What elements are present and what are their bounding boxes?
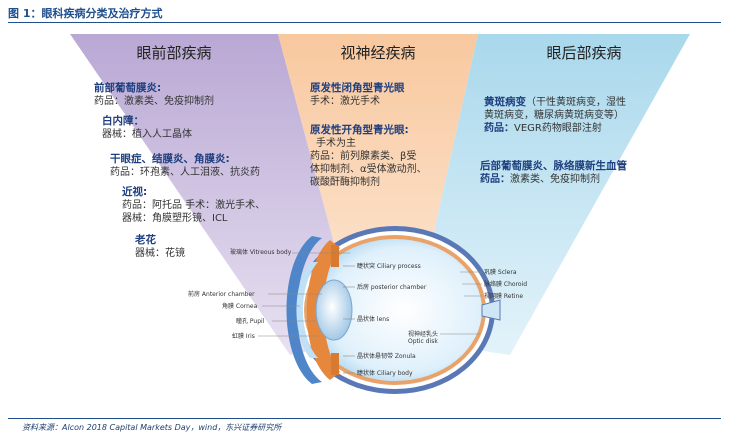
item-line: 药品：环孢素、人工泪液、抗炎药 bbox=[110, 167, 260, 178]
item-line: 碳酸酐酶抑制剂 bbox=[310, 177, 380, 188]
posterior-header: 眼后部疾病 bbox=[546, 44, 622, 62]
label-pupil: 瞳孔 Pupil bbox=[236, 318, 265, 325]
item-line: 药品：前列腺素类、β受 bbox=[310, 151, 417, 162]
top-divider bbox=[8, 22, 721, 23]
item-line: 黄斑病变，糖尿病黄斑病变等） bbox=[484, 110, 624, 121]
label-cornea: 角膜 Cornea bbox=[222, 303, 258, 310]
label-zonula: 晶状体悬韧带 Zonula bbox=[357, 353, 416, 360]
optic-header: 视神经疾病 bbox=[340, 44, 416, 62]
label-ciliary-body: 睫状体 Ciliary body bbox=[357, 370, 413, 377]
anterior-header: 眼前部疾病 bbox=[136, 44, 212, 62]
item-title: 干眼症、结膜炎、角膜炎: bbox=[110, 153, 230, 165]
anterior-uveitis-block: 前部葡萄膜炎: 药品：激素类、免疫抑制剂 bbox=[94, 82, 214, 108]
cataract-block: 白内障： 器械：植入人工晶体 bbox=[102, 115, 192, 141]
item-line: 手术为主 bbox=[316, 138, 356, 149]
dry-eye-block: 干眼症、结膜炎、角膜炎: 药品：环孢素、人工泪液、抗炎药 bbox=[110, 153, 260, 179]
drug-label: 药品： bbox=[480, 174, 510, 185]
label-optic-disk-en: Optic disk bbox=[408, 338, 438, 345]
leader-lines bbox=[258, 252, 482, 374]
bottom-divider bbox=[8, 418, 721, 419]
label-ciliary-process: 睫状突 Ciliary process bbox=[357, 263, 421, 270]
item-line: 器械：花镜 bbox=[135, 248, 185, 259]
label-sclera: 巩膜 Sclera bbox=[484, 269, 517, 276]
label-anterior-chamber: 前房 Anterior chamber bbox=[188, 291, 255, 298]
label-retina: 视网膜 Retine bbox=[484, 293, 524, 300]
item-title: 前部葡萄膜炎: bbox=[94, 82, 162, 94]
closed-angle-glaucoma-block: 原发性闭角型青光眼 手术：激光手术 bbox=[310, 82, 405, 108]
item-title: 原发性闭角型青光眼 bbox=[310, 82, 405, 94]
item-line: 器械：植入人工晶体 bbox=[102, 129, 192, 140]
label-lens: 晶状体 lens bbox=[357, 316, 390, 323]
presbyopia-block: 老花 器械：花镜 bbox=[135, 234, 185, 260]
item-line: 药品：阿托品 手术：激光手术、 bbox=[122, 200, 266, 211]
label-optic-disk-cn: 视神经乳头 bbox=[408, 331, 439, 338]
label-optic-disk: 视神经乳头 Optic disk bbox=[408, 331, 438, 345]
drug-label: 药品： bbox=[484, 123, 514, 134]
item-line: 药品：激素类、免疫抑制剂 bbox=[94, 96, 214, 107]
source-note: 资料来源：Alcon 2018 Capital Markets Day，wind… bbox=[22, 423, 282, 432]
label-vitreous: 玻璃体 Vitreous body bbox=[230, 249, 292, 256]
open-angle-glaucoma-block: 原发性开角型青光眼: 手术为主 药品：前列腺素类、β受 体抑制剂、α受体激动剂、… bbox=[310, 124, 427, 189]
drug-value: VEGR药物眼部注射 bbox=[514, 123, 602, 134]
label-iris: 虹膜 Iris bbox=[232, 333, 255, 340]
eye-cross-section bbox=[286, 226, 501, 394]
optic-panel bbox=[278, 34, 478, 340]
item-title: 原发性开角型青光眼: bbox=[310, 124, 409, 136]
label-choroid: 脉络膜 Choroid bbox=[484, 281, 528, 288]
item-title: 近视: bbox=[122, 186, 148, 198]
anterior-panel bbox=[70, 34, 360, 355]
posterior-uveitis-block: 后部葡萄膜炎、脉络膜新生血管 药品：激素类、免疫抑制剂 bbox=[480, 160, 627, 186]
figure-title: 图 1：眼科疾病分类及治疗方式 bbox=[8, 7, 163, 20]
item-line: 体抑制剂、α受体激动剂、 bbox=[310, 164, 427, 175]
item-title: 白内障： bbox=[102, 115, 144, 127]
drug-value: 激素类、免疫抑制剂 bbox=[510, 174, 600, 185]
item-title: 老花 bbox=[135, 234, 156, 246]
myopia-block: 近视: 药品：阿托品 手术：激光手术、 器械：角膜塑形镜、ICL bbox=[122, 186, 265, 225]
item-title: 黄斑病变 bbox=[484, 96, 526, 108]
label-posterior-chamber: 后房 posterior chamber bbox=[357, 284, 427, 291]
item-line: 手术：激光手术 bbox=[310, 96, 380, 107]
item-title: 后部葡萄膜炎、脉络膜新生血管 bbox=[480, 160, 627, 172]
item-title-note: （干性黄斑病变，湿性 bbox=[526, 97, 626, 108]
item-line: 器械：角膜塑形镜、ICL bbox=[122, 213, 228, 224]
macular-block: 黄斑病变（干性黄斑病变，湿性 黄斑病变，糖尿病黄斑病变等） 药品：VEGR药物眼… bbox=[484, 96, 626, 135]
